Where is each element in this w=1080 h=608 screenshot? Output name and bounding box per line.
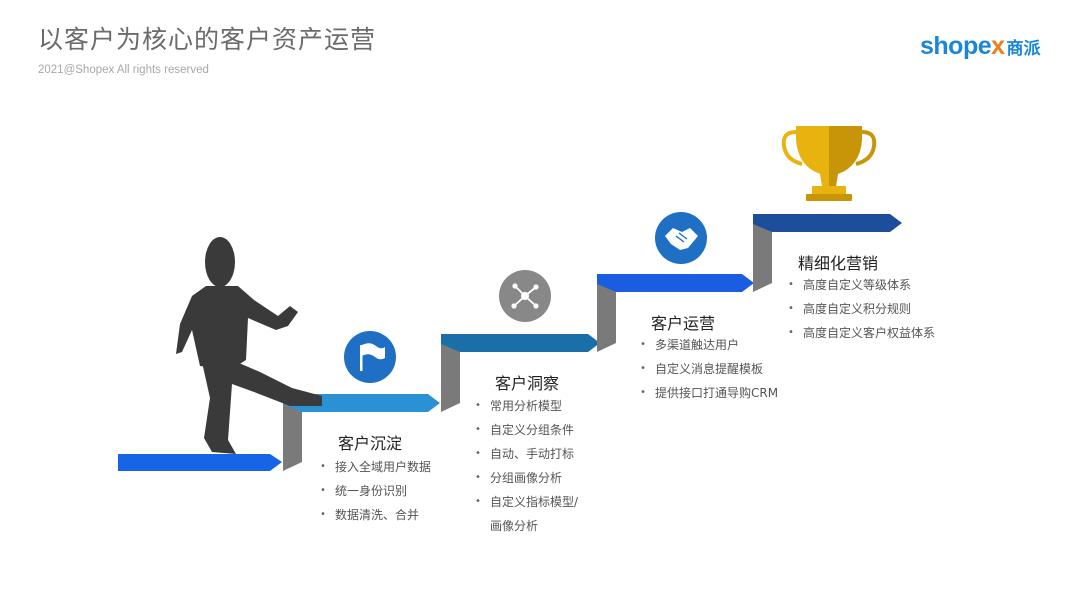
- stair-step-3: [441, 334, 600, 352]
- flag-icon: [344, 331, 396, 383]
- stair-step-2: [283, 394, 440, 412]
- person-climbing-icon: [176, 237, 322, 454]
- list-item: 自定义分组条件: [475, 418, 578, 442]
- list-item: 提供接口打通导购CRM: [640, 381, 778, 405]
- stair-step-5: [753, 214, 902, 232]
- step-title-4: 精细化营销: [798, 254, 879, 273]
- list-item: 接入全域用户数据: [320, 455, 431, 479]
- step-list-3: 多渠道触达用户 自定义消息提醒模板 提供接口打通导购CRM: [640, 333, 778, 405]
- network-icon: [499, 270, 551, 322]
- list-item: 高度自定义积分规则: [788, 297, 935, 321]
- logo-brand: shopex: [920, 32, 1005, 60]
- stair-step-1: [118, 454, 282, 471]
- handshake-icon: [655, 212, 707, 264]
- step-title-3: 客户运营: [651, 314, 716, 333]
- list-item: 自定义指标模型/: [475, 490, 578, 514]
- step-list-4: 高度自定义等级体系 高度自定义积分规则 高度自定义客户权益体系: [788, 273, 935, 345]
- list-item: 多渠道触达用户: [640, 333, 778, 357]
- step-list-1: 接入全域用户数据 统一身份识别 数据清洗、合并: [320, 455, 431, 527]
- list-item: 分组画像分析: [475, 466, 578, 490]
- list-item: 高度自定义等级体系: [788, 273, 935, 297]
- stair-riser-2: [441, 344, 460, 412]
- list-item: 统一身份识别: [320, 479, 431, 503]
- copyright-text: 2021@Shopex All rights reserved: [38, 64, 209, 76]
- list-item: 高度自定义客户权益体系: [788, 321, 935, 345]
- logo-brand-cn: 商派: [1006, 39, 1041, 58]
- step-title-1: 客户沉淀: [338, 434, 403, 453]
- list-item: 自定义消息提醒模板: [640, 357, 778, 381]
- step-title-2: 客户洞察: [495, 374, 560, 393]
- page-title: 以客户为核心的客户资产运营: [38, 25, 377, 54]
- stair-riser-3: [597, 284, 616, 352]
- stair-riser-1: [283, 404, 302, 471]
- stair-riser-4: [753, 224, 772, 292]
- shopex-logo: shopex 商派: [920, 32, 1041, 61]
- stair-step-4: [597, 274, 754, 292]
- list-item: 常用分析模型: [475, 394, 578, 418]
- list-item: 自动、手动打标: [475, 442, 578, 466]
- list-item: 画像分析: [490, 519, 539, 533]
- trophy-icon: [781, 126, 877, 201]
- list-item: 数据清洗、合并: [320, 503, 431, 527]
- step-list-2: 常用分析模型 自定义分组条件 自动、手动打标 分组画像分析 自定义指标模型/ 画…: [475, 394, 578, 538]
